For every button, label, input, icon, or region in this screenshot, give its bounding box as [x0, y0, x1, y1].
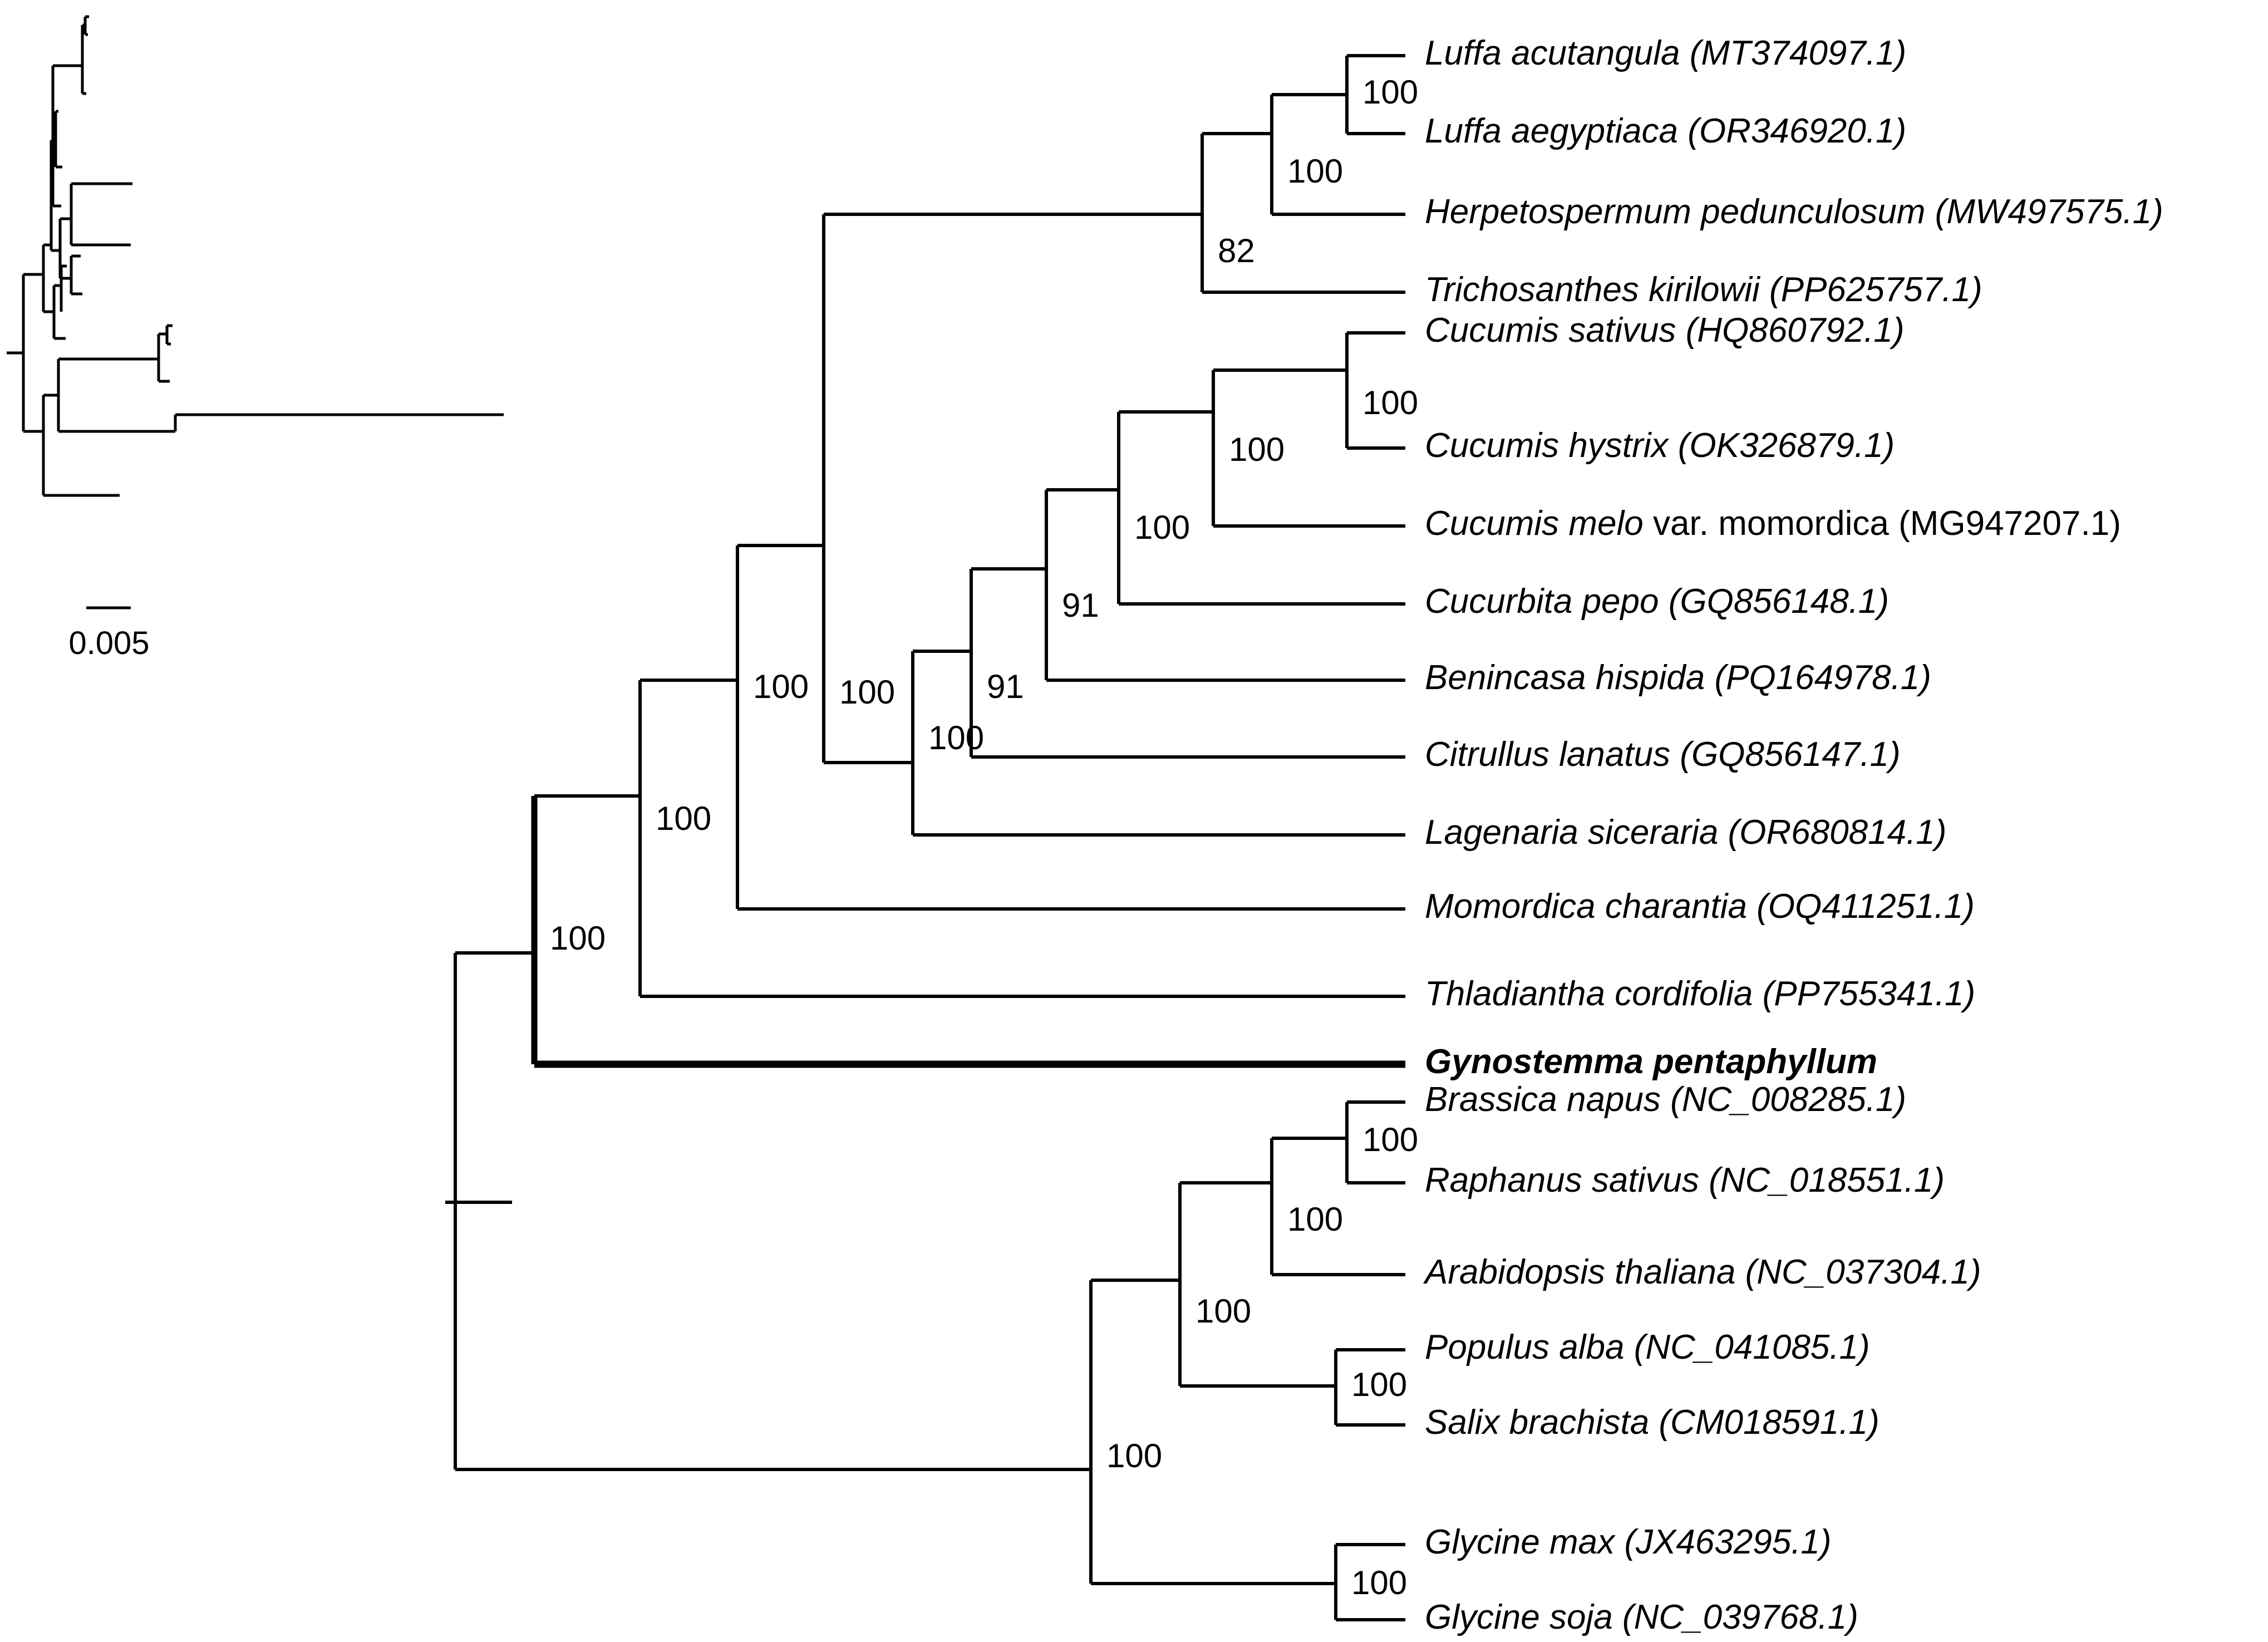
tip-label-luffa-acutangula: Luffa acutangula (MT374097.1) — [1425, 34, 1906, 72]
tip-label-populus: Populus alba (NC_041085.1) — [1425, 1328, 1870, 1366]
tip-label-benincasa: Benincasa hispida (PQ164978.1) — [1425, 658, 1931, 697]
inset-scale-bar: 0.005 — [68, 606, 150, 661]
tip-label-citrullus: Citrullus lanatus (GQ856147.1) — [1425, 735, 1901, 774]
tip-label-cucumis-hystrix: Cucumis hystrix (OK326879.1) — [1425, 426, 1895, 465]
scale-bar-label: 0.005 — [68, 625, 149, 661]
tip-label-raphanus: Raphanus sativus (NC_018551.1) — [1425, 1161, 1945, 1199]
bootstrap-cucumis-melo: 100 — [1229, 431, 1285, 468]
bootstrap-outgroup: 100 — [1106, 1437, 1162, 1474]
bootstrap-luffa: 100 — [1362, 73, 1418, 111]
bootstrap-brassicaceae: 100 — [1287, 1201, 1343, 1238]
tip-label-glycine-soja: Glycine soja (NC_039768.1) — [1425, 1598, 1858, 1636]
bootstrap-trichosanthes: 82 — [1218, 232, 1255, 269]
bootstrap-luffa-herp: 100 — [1287, 153, 1343, 190]
tip-label-luffa-aegyptiaca: Luffa aegyptiaca (OR346920.1) — [1425, 112, 1906, 150]
bootstrap-lagenaria: 100 — [928, 719, 984, 756]
tip-label-glycine-max: Glycine max (JX463295.1) — [1425, 1523, 1832, 1561]
branch-root — [454, 1201, 512, 1469]
bootstrap-momordica: 100 — [753, 668, 809, 705]
bootstrap-brassica: 100 — [1362, 1121, 1418, 1158]
tip-label-momordica: Momordica charantia (OQ411251.1) — [1425, 887, 1975, 926]
bootstrap-salicaceae: 100 — [1351, 1366, 1407, 1403]
tip-label-cucumis-melo: Cucumis melo var. momordica (MG947207.1) — [1425, 504, 2121, 543]
tip-label-lagenaria: Lagenaria siceraria (OR680814.1) — [1425, 813, 1946, 852]
tip-label-gynostemma: Gynostemma pentaphyllum — [1425, 1043, 1877, 1081]
tip-label-brassica-napus: Brassica napus (NC_008285.1) — [1425, 1080, 1906, 1119]
bootstrap-glycine: 100 — [1351, 1564, 1407, 1601]
bootstrap-cucurbita: 100 — [1134, 509, 1190, 546]
bootstrap-rosids: 100 — [1196, 1292, 1251, 1330]
bootstrap-thladiantha: 100 — [656, 800, 711, 837]
tip-label-arabidopsis: Arabidopsis thaliana (NC_037304.1) — [1423, 1253, 1981, 1291]
tip-label-salix: Salix brachista (CM018591.1) — [1425, 1403, 1880, 1442]
tip-label-trichosanthes: Trichosanthes kirilowii (PP625757.1) — [1425, 271, 1982, 309]
bootstrap-benincaseae: 100 — [839, 673, 895, 711]
tip-label-herpetospermum: Herpetospermum pedunculosum (MW497575.1) — [1425, 193, 2163, 231]
tip-label-cucurbita-pepo: Cucurbita pepo (GQ856148.1) — [1425, 582, 1889, 621]
tip-label-thladiantha: Thladiantha cordifolia (PP755341.1) — [1425, 975, 1975, 1013]
inset-phylogram: 0.005 — [7, 15, 504, 661]
tip-label-cucumis-sativus: Cucumis sativus (HQ860792.1) — [1425, 311, 1904, 350]
bootstrap-cucurbitaceae: 100 — [550, 920, 606, 957]
bootstrap-citrullus: 91 — [987, 668, 1024, 705]
bootstrap-cucumis-pair: 100 — [1362, 384, 1418, 421]
bootstrap-benincasa: 91 — [1062, 587, 1099, 624]
